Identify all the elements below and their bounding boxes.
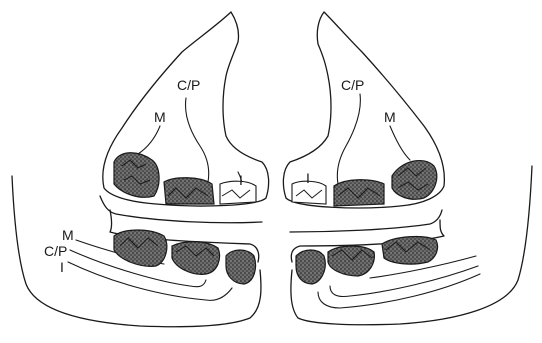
- upper-left-maxilla: C/P M I: [103, 12, 269, 206]
- lower-left-cp-label: C/P: [44, 243, 67, 259]
- upper-left-incisor: [220, 181, 256, 204]
- lower-right-i-line: [318, 274, 480, 308]
- upper-right-maxilla: C/P M I: [283, 12, 444, 208]
- lower-right-premolar: [328, 246, 374, 276]
- upper-left-cp-label: C/P: [177, 77, 200, 93]
- lower-left-m-label: M: [62, 227, 74, 243]
- lower-right-incisor: [296, 250, 325, 284]
- upper-right-molar: [392, 161, 437, 200]
- lower-left-incisor: [226, 250, 256, 284]
- lower-left-molar: [114, 230, 167, 266]
- upper-right-cp-line: [337, 94, 360, 184]
- lower-right-upper-contour: [290, 210, 442, 232]
- upper-right-i-label: I: [306, 170, 310, 186]
- upper-left-m-line: [138, 126, 160, 154]
- upper-right-m-line: [390, 126, 410, 160]
- upper-right-cp-label: C/P: [341, 77, 364, 93]
- upper-left-cp-line: [186, 98, 209, 182]
- upper-left-premolar: [164, 178, 214, 204]
- upper-left-molar: [114, 153, 159, 198]
- upper-right-m-label: M: [384, 109, 396, 125]
- lower-left-premolar: [172, 242, 220, 275]
- lower-right-molar: [382, 237, 438, 265]
- upper-left-m-label: M: [154, 109, 166, 125]
- lower-left-i-label: I: [60, 259, 64, 275]
- upper-left-i-label: I: [239, 172, 243, 188]
